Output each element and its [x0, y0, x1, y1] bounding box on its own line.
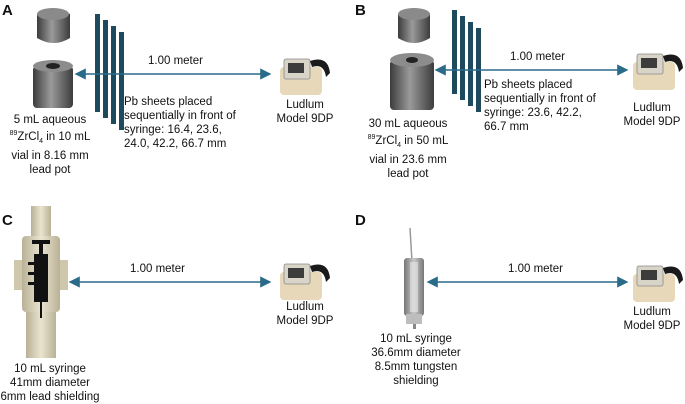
source-label-a: 5 mL aqueous 89ZrCl4 in 10 mL vial in 8.… [9, 114, 91, 177]
panel-letter-b: B [355, 2, 366, 19]
ludlum-detector-icon-c [280, 263, 330, 300]
detector-label-a: Ludlum Model 9DP [276, 99, 334, 125]
syringe-label-c: 10 mL syringe 41mm diameter 6mm lead shi… [0, 363, 100, 403]
lead-pot-lid-b [398, 8, 430, 43]
ludlum-detector-icon-b [633, 53, 683, 90]
panel-letter-a: A [2, 2, 13, 19]
ludlum-detector-icon-a [280, 58, 330, 95]
detector-label-d: Ludlum Model 9DP [623, 306, 681, 332]
source-label-b: 30 mL aqueous 89ZrCl4 in 50 mL vial in 2… [367, 118, 449, 181]
detector-label-b: Ludlum Model 9DP [623, 102, 681, 128]
syringe-lead-shield-icon [14, 206, 68, 358]
distance-label-c: 1.00 meter [130, 263, 185, 275]
distance-label-a: 1.00 meter [148, 55, 203, 67]
syringe-label-d: 10 mL syringe 36.6mm diameter 8.5mm tung… [371, 333, 461, 387]
pb-sheets-label-b: Pb sheets placed sequentially in front o… [484, 79, 596, 133]
pb-sheets-b [452, 10, 481, 112]
panel-letter-d: D [355, 212, 366, 229]
distance-label-b: 1.00 meter [510, 51, 565, 63]
ludlum-detector-icon-d [633, 265, 683, 302]
lead-pot-lid-a [37, 8, 70, 43]
lead-pot-b [390, 53, 434, 110]
distance-label-d: 1.00 meter [508, 263, 563, 275]
pb-sheets-label-a: Pb sheets placed sequentially in front o… [124, 96, 236, 150]
syringe-tungsten-shield-icon [404, 227, 424, 329]
detector-label-c: Ludlum Model 9DP [276, 301, 334, 327]
lead-pot-a [33, 60, 73, 108]
panel-letter-c: C [2, 212, 13, 229]
